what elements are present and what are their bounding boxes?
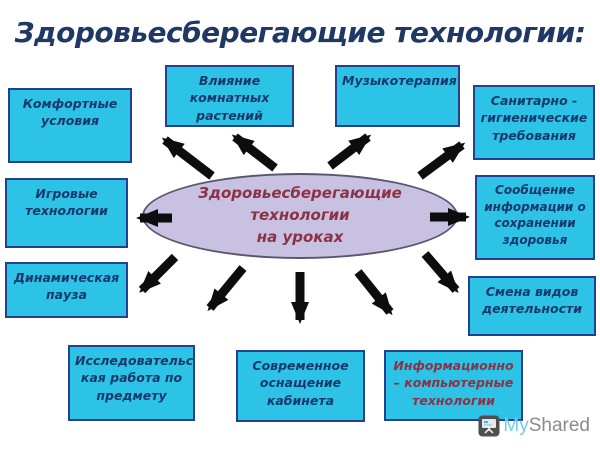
myshared-logo-icon — [478, 415, 500, 437]
node-soobschenie-informacii: Сообщение информации о сохранении здоров… — [475, 175, 595, 260]
center-line-1: Здоровьесберегающие — [198, 184, 402, 203]
arrow-to-sanitarno-gigienicheskie — [417, 141, 466, 180]
node-komfortnye-usloviya: Комфортные условия — [8, 88, 132, 163]
arrow-to-dinamicheskaya-pauza — [138, 253, 179, 294]
arrow-to-informacionno-kompyuternye — [354, 269, 394, 316]
center-line-3: на уроках — [256, 227, 344, 246]
node-muzykoterapiya: Музыкотерапия — [335, 65, 460, 127]
node-igrovye-tehnologii: Игровые технологии — [5, 178, 128, 248]
center-ellipse-label: Здоровьесберегающие технологии на уроках — [198, 183, 402, 248]
center-ellipse: Здоровьесберегающие технологии на уроках — [142, 173, 458, 259]
arrow-to-vliyanie-komnatnyh — [231, 133, 278, 172]
arrow-to-muzykoterapiya — [327, 133, 372, 170]
node-vliyanie-komnatnyh: Влияние комнатных растений — [165, 65, 294, 127]
watermark-my-label: My — [503, 415, 529, 436]
center-line-2: технологии — [250, 206, 350, 225]
watermark-shared-label: Shared — [528, 415, 590, 436]
node-dinamicheskaya-pauza: Динамическая пауза — [5, 262, 128, 318]
arrow-to-komfortnye-usloviya — [161, 136, 215, 180]
node-sovremennoe-osnaschenie: Современное оснащение кабинета — [236, 350, 365, 422]
node-informacionno-kompyuternye: Информационно – компьютерные технологии — [384, 350, 523, 421]
arrow-to-issledovatelskaya-rabota — [206, 265, 247, 312]
node-sanitarno-gigienicheskie: Санитарно - гигиенические требования — [473, 85, 595, 160]
page-title: Здоровьесберегающие технологии: — [14, 16, 586, 49]
arrow-to-smena-vidov — [421, 251, 460, 294]
node-smena-vidov-deyatelnosti: Смена видов деятельности — [468, 276, 596, 336]
watermark-myshared: MyShared — [478, 415, 590, 437]
node-issledovatelskaya-rabota: Исследовательс кая работа по предмету — [68, 345, 195, 421]
